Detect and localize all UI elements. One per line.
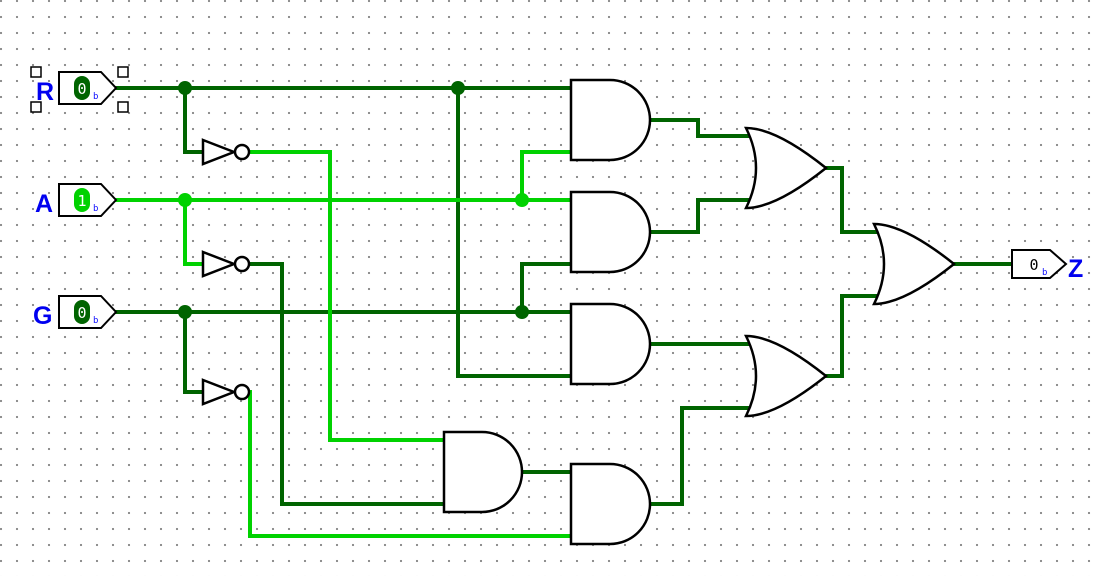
label-a: A: [35, 190, 53, 218]
junction-dot: [515, 193, 529, 207]
wire-and5-out: [648, 406, 752, 506]
junction-dot: [451, 81, 465, 95]
wire-not-a: [248, 262, 446, 506]
junctions: [178, 81, 529, 319]
and-gate-3[interactable]: [569, 302, 652, 386]
input-pin-g[interactable]: 0 b: [58, 295, 118, 329]
or-gate-final[interactable]: [871, 222, 957, 306]
wire-g-to-not: [183, 310, 204, 394]
junction-dot: [178, 81, 192, 95]
pin-a-value: 1: [77, 192, 86, 210]
wire-g-up: [520, 262, 572, 314]
label-g: G: [33, 302, 52, 330]
wire-a-to-not: [183, 198, 204, 266]
or-gates: [743, 126, 957, 418]
not-gate-r[interactable]: [201, 138, 251, 166]
wire-r-down: [456, 86, 572, 378]
selection-handles[interactable]: [30, 66, 129, 113]
selection-handle[interactable]: [30, 66, 42, 78]
pin-z-value: 0: [1029, 256, 1038, 274]
selection-handle[interactable]: [30, 101, 42, 113]
and-gates: [442, 78, 652, 546]
label-z: Z: [1068, 255, 1083, 283]
output-pin-z: 0 b: [1011, 249, 1068, 279]
pin-g-base: b: [93, 316, 98, 326]
wire-or1-out: [824, 166, 880, 234]
wire-r-to-not: [183, 86, 204, 154]
pin-value-indicator: [74, 188, 90, 212]
pin-value-indicator: [74, 76, 90, 100]
or-gate-2[interactable]: [743, 334, 829, 418]
wire-or2-out: [824, 294, 880, 378]
and-gate-2[interactable]: [569, 190, 652, 274]
and-gate-4[interactable]: [442, 430, 524, 514]
pin-z-base: b: [1042, 268, 1047, 278]
wire-not-g: [248, 390, 572, 538]
or-gate-1[interactable]: [743, 126, 829, 210]
label-r: R: [36, 78, 54, 106]
wire-a-up: [520, 150, 572, 202]
pin-r-value: 0: [77, 80, 86, 98]
selection-handle[interactable]: [117, 66, 129, 78]
not-gates: [201, 138, 251, 406]
selection-handle[interactable]: [117, 101, 129, 113]
and-gate-1[interactable]: [569, 78, 652, 162]
wire-not-r: [248, 150, 446, 442]
and-gate-5[interactable]: [569, 462, 652, 546]
not-gate-g[interactable]: [201, 378, 251, 406]
input-pin-r[interactable]: 0 b: [58, 71, 118, 105]
wire-and2-out: [648, 198, 752, 234]
junction-dot: [515, 305, 529, 319]
junction-dot: [178, 193, 192, 207]
input-pin-a[interactable]: 1 b: [58, 183, 118, 217]
pin-g-value: 0: [77, 304, 86, 322]
wire-and1-out: [648, 118, 752, 138]
junction-dot: [178, 305, 192, 319]
pin-a-base: b: [93, 204, 98, 214]
pin-r-base: b: [93, 92, 98, 102]
not-gate-a[interactable]: [201, 250, 251, 278]
pin-value-indicator: [74, 300, 90, 324]
